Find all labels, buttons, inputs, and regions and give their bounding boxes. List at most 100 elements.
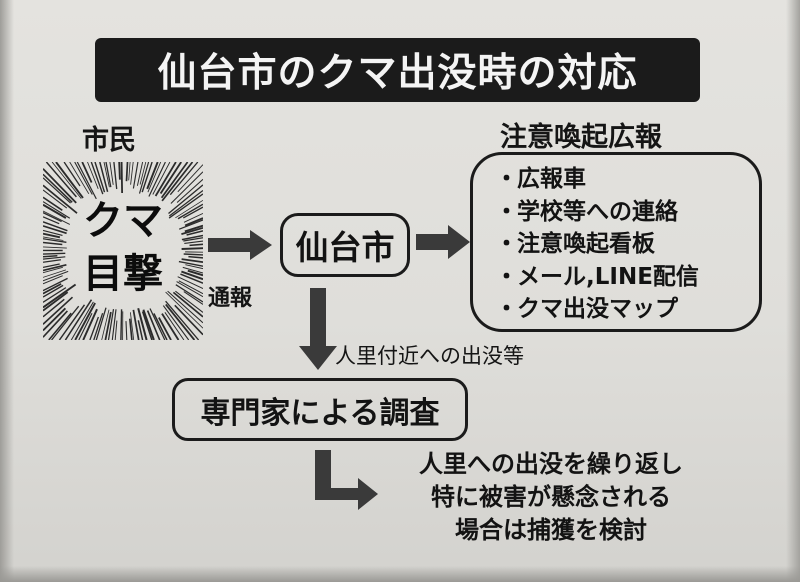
burst-line bbox=[109, 162, 114, 185]
burst-line bbox=[175, 284, 203, 303]
burst-line bbox=[43, 210, 71, 225]
burst-line bbox=[43, 269, 67, 278]
burst-line bbox=[43, 236, 64, 241]
burst-line bbox=[45, 162, 77, 198]
burst-line bbox=[162, 305, 190, 340]
capture-note-line: 特に被害が懸念される bbox=[431, 483, 671, 511]
burst-line bbox=[168, 193, 203, 219]
arrow-sighting-to-city bbox=[208, 230, 272, 260]
burst-line bbox=[181, 234, 203, 241]
burst-line bbox=[114, 320, 118, 340]
burst-line bbox=[176, 281, 203, 298]
burst-line bbox=[43, 263, 60, 268]
burst-line bbox=[90, 162, 104, 195]
burst-line bbox=[103, 162, 110, 188]
burst-line bbox=[169, 162, 199, 196]
burst-line bbox=[161, 313, 180, 340]
burst-line bbox=[139, 162, 147, 185]
burst-line bbox=[76, 162, 97, 200]
burst-line bbox=[125, 162, 129, 182]
survey-node: 専門家による調査 bbox=[172, 378, 468, 441]
burst-line bbox=[168, 189, 203, 217]
burst-line bbox=[87, 162, 99, 189]
burst-line bbox=[43, 201, 71, 219]
burst-line bbox=[141, 162, 153, 193]
alert-measures-box: ・広報車 ・学校等への連絡 ・注意喚起看板 ・メール,LINE配信 ・クマ出没マ… bbox=[470, 152, 762, 332]
burst-line bbox=[51, 162, 82, 199]
burst-line bbox=[186, 230, 203, 236]
alert-measure-label: メール,LINE配信 bbox=[517, 263, 699, 290]
burst-line bbox=[165, 303, 196, 340]
burst-line bbox=[185, 264, 203, 270]
burst-line bbox=[74, 162, 93, 195]
trigger-label: 人里付近への出没等 bbox=[335, 344, 524, 368]
burst-line bbox=[132, 309, 140, 340]
alert-measure-label: 学校等への連絡 bbox=[517, 198, 678, 225]
burst-line bbox=[188, 255, 203, 259]
page-edge-shadow bbox=[786, 0, 800, 582]
page-edge-shadow bbox=[0, 566, 800, 582]
burst-line bbox=[165, 300, 200, 340]
burst-line bbox=[128, 318, 133, 340]
burst-line bbox=[176, 178, 203, 203]
survey-label: 専門家による調査 bbox=[200, 395, 440, 431]
burst-line bbox=[178, 280, 203, 295]
burst-line bbox=[43, 212, 62, 223]
burst-line bbox=[43, 310, 68, 338]
arrow-city-to-survey bbox=[299, 288, 337, 370]
burst-line bbox=[149, 308, 166, 340]
burst-line bbox=[159, 162, 182, 195]
burst-line bbox=[43, 264, 67, 272]
alert-measure-item: ・注意喚起看板 bbox=[495, 228, 699, 261]
capture-note-line: 人里への出没を繰り返し bbox=[419, 450, 683, 478]
burst-line bbox=[184, 217, 203, 227]
burst-line bbox=[172, 291, 203, 318]
burst-line bbox=[118, 162, 121, 180]
alert-measure-label: クマ出没マップ bbox=[517, 296, 678, 322]
burst-line bbox=[43, 307, 67, 332]
burst-line bbox=[129, 312, 135, 340]
burst-line bbox=[189, 243, 203, 247]
bullet-mark: ・ bbox=[495, 198, 518, 225]
burst-line bbox=[178, 219, 203, 230]
burst-line bbox=[178, 260, 203, 267]
burst-line bbox=[168, 184, 203, 215]
burst-line bbox=[164, 312, 185, 340]
burst-line bbox=[43, 298, 65, 318]
bullet-mark: ・ bbox=[495, 231, 518, 257]
burst-line bbox=[43, 221, 68, 232]
burst-line bbox=[120, 162, 124, 194]
bullet-mark: ・ bbox=[495, 166, 518, 192]
burst-line bbox=[120, 309, 123, 340]
burst-line bbox=[113, 162, 118, 190]
page-edge-shadow bbox=[0, 0, 14, 582]
burst-line bbox=[78, 313, 93, 340]
burst-line bbox=[43, 275, 63, 285]
burst-line bbox=[94, 162, 106, 193]
burst-line bbox=[153, 313, 168, 340]
burst-line bbox=[184, 240, 203, 244]
sighting-node: クマ 目撃 bbox=[43, 195, 203, 301]
burst-line bbox=[43, 256, 66, 260]
burst-line bbox=[183, 291, 203, 305]
burst-line bbox=[43, 229, 63, 236]
burst-line bbox=[99, 162, 109, 192]
capture-note: 人里への出没を繰り返し 特に被害が懸念される 場合は捕獲を検討 bbox=[385, 448, 717, 547]
burst-line bbox=[161, 162, 194, 202]
alert-measure-item: ・メール,LINE配信 bbox=[495, 261, 699, 294]
capture-note-line: 場合は捕獲を検討 bbox=[455, 516, 647, 544]
burst-line bbox=[58, 304, 86, 340]
burst-line bbox=[43, 277, 68, 292]
burst-line bbox=[70, 301, 94, 340]
burst-line bbox=[43, 291, 69, 312]
burst-line bbox=[43, 246, 67, 249]
title-banner: 仙台市のクマ出没時の対応 bbox=[95, 38, 700, 102]
burst-line bbox=[167, 290, 203, 324]
burst-line bbox=[43, 296, 74, 325]
burst-line bbox=[141, 311, 153, 340]
burst-line bbox=[63, 162, 81, 187]
burst-line bbox=[152, 162, 171, 195]
burst-line bbox=[43, 168, 77, 204]
